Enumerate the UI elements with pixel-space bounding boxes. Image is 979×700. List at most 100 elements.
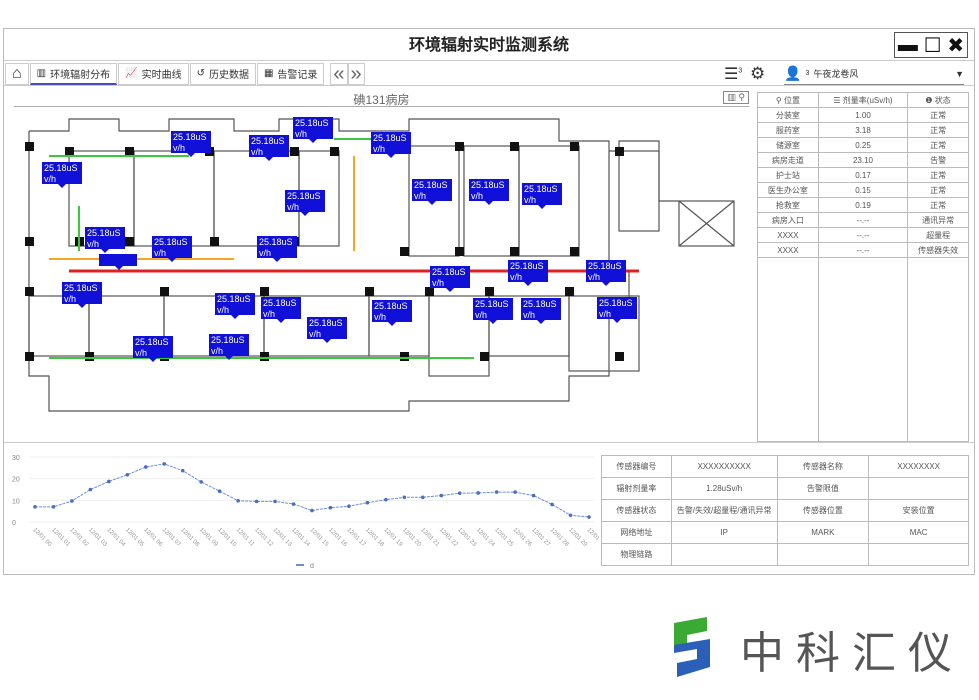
data-point[interactable] [310,508,314,513]
sensor-marker[interactable]: 25.18uS v/h [85,227,125,253]
map-location-button[interactable]: ▥ ⚲ [723,91,749,104]
data-point[interactable] [328,505,333,510]
data-point[interactable] [568,513,573,518]
data-point[interactable] [88,487,93,492]
sensor-marker[interactable]: 25.18uS v/h [371,132,411,158]
data-point[interactable] [217,489,222,494]
maximize-button[interactable]: ☐ [923,34,942,57]
x-tick-label: 12/01 27 [530,527,551,548]
tab-radiation-map[interactable]: ▥环境辐射分布 [29,62,118,85]
data-point[interactable] [254,499,259,504]
sensor-marker[interactable]: 25.18uS v/h [521,298,561,324]
sensor-marker[interactable]: 25.18uS v/h [42,162,82,188]
next-button[interactable]: » [347,62,365,85]
tab-alarm-log[interactable]: ▦告警记录 [256,62,325,85]
sensor-marker[interactable]: 25.18uS v/h [430,266,470,292]
sensor-marker[interactable]: 25.18uS v/h [307,317,347,343]
table-cell: 0.17 [817,167,909,183]
sensor-marker[interactable]: 25.18uS v/h [372,300,412,326]
sensor-marker[interactable]: 25.18uS v/h [249,135,289,161]
data-point[interactable] [587,515,591,519]
user-dropdown[interactable]: 👤3 午夜龙卷风 ▼ [784,63,964,85]
sensor-marker[interactable]: 25.18uS v/h [257,236,297,262]
data-point[interactable] [180,468,185,473]
info-cell: 安装位置 [868,499,969,522]
data-point[interactable] [199,480,203,484]
data-point[interactable] [347,504,351,508]
sensor-marker[interactable]: 25.18uS v/h [469,179,509,205]
sensor-marker[interactable]: 25.18uS v/h [209,334,249,360]
data-point[interactable] [291,502,296,506]
sensor-marker[interactable]: 25.18uS v/h [171,131,211,157]
data-point[interactable] [457,491,462,495]
table-cell: 分装室 [757,107,819,123]
data-point[interactable] [236,498,240,503]
info-cell [868,477,969,500]
data-point[interactable] [402,495,407,500]
info-cell [868,543,969,566]
info-row: 传感器状态告警/失效/超量程/通讯异常传感器位置安装位置 [601,499,969,522]
sensor-marker[interactable]: 25.18uS v/h [522,183,562,209]
data-point[interactable] [365,500,370,505]
close-button[interactable]: ✖ [947,34,965,57]
data-point[interactable] [531,493,536,498]
data-point[interactable] [144,465,148,469]
data-point[interactable] [273,499,277,504]
sensor-marker[interactable]: 25.18uS v/h [597,297,637,323]
data-point[interactable] [70,499,74,503]
data-point[interactable] [162,462,167,466]
company-logo: 中科汇仪 [662,617,964,681]
legend-label[interactable]: d [310,563,314,570]
sensor-marker[interactable]: 25.18uS v/h [293,117,333,143]
table-cell: 23.10 [817,152,909,168]
sensor-marker[interactable]: 25.18uS v/h [261,297,301,323]
data-point[interactable] [125,472,130,477]
sensor-marker[interactable]: 25.18uS v/h [152,236,192,262]
data-point[interactable] [384,497,388,502]
column-pillar [570,247,579,256]
table-row[interactable]: XXXX--.--超量程 [757,227,969,243]
data-point[interactable] [476,491,481,495]
data-point[interactable] [550,502,554,507]
info-cell: 网络地址 [601,521,672,544]
data-point[interactable] [513,490,517,494]
sensor-marker[interactable]: 25.18uS v/h [133,336,173,362]
sensor-marker[interactable]: 25.18uS v/h [62,282,102,308]
x-tick-label: 12/01 02 [69,527,90,548]
tab-history[interactable]: ↺历史数据 [189,62,256,85]
data-point[interactable] [421,495,425,500]
minimize-button[interactable]: ▬ [897,33,918,56]
x-tick-label: 12/01 04 [105,527,126,548]
gear-icon[interactable]: ⚙ [750,63,766,83]
data-point[interactable] [107,479,111,484]
table-row[interactable]: 病房入口--.--通讯异常 [757,212,969,228]
sensor-marker[interactable]: 25.18uS v/h [285,190,325,216]
data-point[interactable] [33,505,37,509]
info-cell: 物理链路 [601,543,672,566]
column-pillar [485,287,494,296]
column-pillar [455,247,464,256]
sensor-marker[interactable]: 25.18uS v/h [508,260,548,286]
sensor-marker[interactable]: 25.18uS v/h [473,298,513,324]
data-point[interactable] [51,505,56,509]
data-point[interactable] [439,493,444,498]
sensor-marker[interactable]: 25.18uS v/h [586,260,626,286]
sensor-marker-blank[interactable] [99,254,137,270]
notification-button[interactable]: ☰3 [724,65,743,83]
prev-button[interactable]: « [330,62,348,85]
table-row[interactable]: XXXX--.--传感器失效 [757,242,969,258]
home-button[interactable]: ⌂ [5,62,29,85]
tab-realtime-curve[interactable]: 📈实时曲线 [118,62,189,85]
data-point[interactable] [494,490,499,494]
sensor-marker[interactable]: 25.18uS v/h [412,179,452,205]
sensor-marker[interactable]: 25.18uS v/h [215,293,255,319]
